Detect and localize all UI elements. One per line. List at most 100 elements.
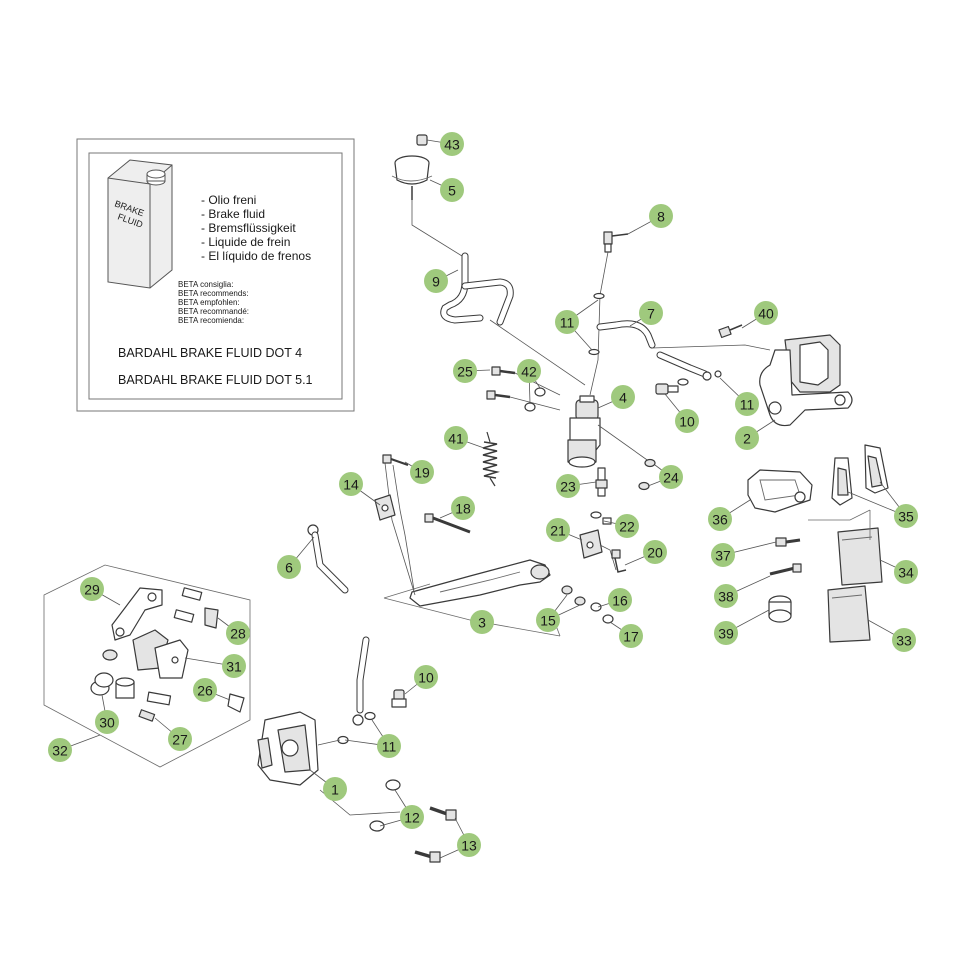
callout-badge: 26 <box>193 678 217 702</box>
callout-badge: 11 <box>555 310 579 334</box>
callout-badge: 14 <box>339 472 363 496</box>
callout-number: 4 <box>619 390 627 406</box>
pushrod <box>595 467 608 497</box>
callout-badge: 39 <box>714 621 738 645</box>
washers <box>524 387 546 412</box>
callout-badge: 12 <box>400 805 424 829</box>
callout-number: 28 <box>230 626 246 642</box>
callout-badge: 1 <box>323 777 347 801</box>
callout-badge: 3 <box>470 610 494 634</box>
bolts-28 <box>173 587 219 629</box>
callout-badge: 24 <box>659 465 683 489</box>
callout-badge: 23 <box>556 474 580 498</box>
seals-30 <box>90 649 135 699</box>
callout-badge: 15 <box>536 608 560 632</box>
callout-badge: 37 <box>711 543 735 567</box>
callout-number: 41 <box>448 431 464 447</box>
callout-badge: 33 <box>892 628 916 652</box>
callout-number: 40 <box>758 306 774 322</box>
master-cylinder-bolts <box>486 366 516 400</box>
callout-number: 21 <box>550 523 566 539</box>
callout-badge: 8 <box>649 204 673 228</box>
front-brake-caliper <box>257 711 319 786</box>
callout-badge: 31 <box>222 654 246 678</box>
callout-number: 11 <box>560 315 575 331</box>
front-caliper-kit-group <box>43 564 251 768</box>
callout-number: 22 <box>619 519 635 535</box>
callout-number: 34 <box>898 565 914 581</box>
front-banjo-bolt <box>391 689 407 708</box>
pedal-cable <box>307 524 349 594</box>
callout-number: 36 <box>712 512 728 528</box>
callout-number: 13 <box>461 838 477 854</box>
callout-badge: 20 <box>643 540 667 564</box>
callout-number: 33 <box>896 633 912 649</box>
rear-brake-pads <box>831 444 889 506</box>
callout-number: 29 <box>84 582 100 598</box>
callout-badge: 7 <box>639 301 663 325</box>
fluid-name-es: - El líquido de frenos <box>201 249 311 263</box>
callout-badge: 18 <box>451 496 475 520</box>
callout-badge: 9 <box>424 269 448 293</box>
product-dot51: BARDAHL BRAKE FLUID DOT 5.1 <box>118 373 313 387</box>
callout-badge: 16 <box>608 588 632 612</box>
callout-badge: 40 <box>754 301 778 325</box>
callout-badge: 5 <box>440 178 464 202</box>
rear-brake-caliper <box>759 334 853 427</box>
callout-number: 12 <box>404 810 420 826</box>
pedal-pivot-bolt <box>424 513 471 534</box>
callout-number: 27 <box>172 732 188 748</box>
callout-badge: 11 <box>735 392 759 416</box>
callout-number: 9 <box>432 274 440 290</box>
callout-badge: 43 <box>440 132 464 156</box>
callout-number: 35 <box>898 509 914 525</box>
callout-number: 37 <box>715 548 731 564</box>
callout-badge: 35 <box>894 504 918 528</box>
caliper-bracket-29 <box>111 587 163 641</box>
callout-badge: 38 <box>714 584 738 608</box>
return-spring <box>482 431 500 487</box>
callout-number: 10 <box>679 414 695 430</box>
callout-badge: 36 <box>708 507 732 531</box>
pad-kit-bag-33 <box>827 585 871 643</box>
callout-number: 23 <box>560 479 576 495</box>
callout-number: 7 <box>647 306 655 322</box>
pad-kit-bag-34 <box>837 527 883 586</box>
reservoir-hose <box>440 252 514 326</box>
callout-number: 5 <box>448 183 456 199</box>
callout-badge: 30 <box>95 710 119 734</box>
front-washers-12 <box>369 779 401 832</box>
clevis <box>579 529 603 559</box>
callout-number: 26 <box>197 683 213 699</box>
callout-number: 32 <box>52 743 68 759</box>
callout-number: 1 <box>331 782 339 798</box>
callout-badge: 22 <box>615 514 639 538</box>
callout-badge: 32 <box>48 738 72 762</box>
callout-number: 19 <box>414 465 430 481</box>
callout-badge: 34 <box>894 560 918 584</box>
brake-fluid-reservoir <box>391 155 433 200</box>
brake-fluid-can-icon: BRAKE FLUID <box>107 159 173 289</box>
callout-number: 11 <box>382 739 397 755</box>
spring-clip-26 <box>227 693 245 713</box>
callout-badge: 42 <box>517 359 541 383</box>
pad-spring-plate <box>747 469 813 513</box>
fluid-name-it: - Olio freni <box>201 193 256 207</box>
callout-number: 42 <box>521 364 537 380</box>
reservoir-cap <box>416 134 428 146</box>
fluid-name-fr: - Liquide de frein <box>201 235 290 249</box>
callout-number: 8 <box>657 209 665 225</box>
fluid-name-en: - Brake fluid <box>201 207 265 221</box>
pedal-washers-nuts <box>561 585 614 624</box>
pin-37 <box>775 537 801 547</box>
rear-bleeder-valve <box>718 324 743 339</box>
front-bolts-13 <box>414 806 457 863</box>
callout-badge: 27 <box>168 727 192 751</box>
callout-badge: 10 <box>414 665 438 689</box>
pin-38 <box>769 563 802 576</box>
recommend-de: BETA empfohlen: <box>178 298 240 307</box>
recommend-it: BETA consiglia: <box>178 280 233 289</box>
callout-badge: 6 <box>277 555 301 579</box>
callout-number: 11 <box>740 397 755 413</box>
